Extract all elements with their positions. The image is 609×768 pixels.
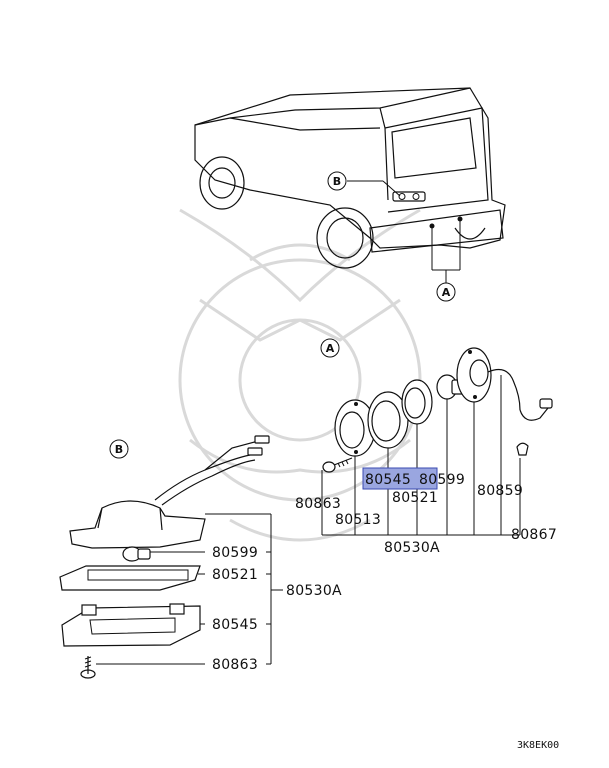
part-80863-screw-b <box>80 656 96 679</box>
callout-b-car: B <box>327 171 347 191</box>
part-80521-ring <box>401 379 433 425</box>
watermark-emblem <box>178 208 422 542</box>
label-b-80863[interactable]: 80863 <box>212 657 258 673</box>
part-80863-screw-a <box>322 457 353 473</box>
label-a-80521[interactable]: 80521 <box>392 490 438 506</box>
section-b-leaders <box>96 513 283 665</box>
part-80545-gasket <box>367 391 409 449</box>
part-license-lamp-housing <box>69 435 270 549</box>
label-a-80599[interactable]: 80599 <box>419 472 465 488</box>
label-a-80859[interactable]: 80859 <box>477 483 523 499</box>
label-a-80530A[interactable]: 80530A <box>384 540 440 556</box>
callout-b-section: B <box>109 439 129 459</box>
label-a-80867[interactable]: 80867 <box>511 527 557 543</box>
vehicle-illustration <box>194 87 506 269</box>
label-a-80863[interactable]: 80863 <box>295 496 341 512</box>
part-80513-lens <box>334 399 376 457</box>
callout-a-section: A <box>320 338 340 358</box>
label-b-80530A[interactable]: 80530A <box>286 583 342 599</box>
label-a-80545[interactable]: 80545 <box>365 472 411 488</box>
svg-text:B: B <box>333 175 341 188</box>
callout-a-car: A <box>436 282 456 302</box>
part-80599-bulb-b <box>122 546 151 562</box>
label-a-80513[interactable]: 80513 <box>335 512 381 528</box>
svg-text:A: A <box>326 342 335 355</box>
part-80867-clip <box>516 442 529 456</box>
label-b-80521[interactable]: 80521 <box>212 567 258 583</box>
part-80859-housing <box>456 347 553 421</box>
part-80545-gasket-b <box>61 603 201 647</box>
label-b-80599[interactable]: 80599 <box>212 545 258 561</box>
diagram-code: 3K8EK00 <box>517 740 559 751</box>
part-80521-lens-b <box>59 565 201 591</box>
highlight-80545 <box>362 467 438 490</box>
label-b-80545[interactable]: 80545 <box>212 617 258 633</box>
svg-text:B: B <box>115 443 123 456</box>
svg-text:A: A <box>442 286 451 299</box>
